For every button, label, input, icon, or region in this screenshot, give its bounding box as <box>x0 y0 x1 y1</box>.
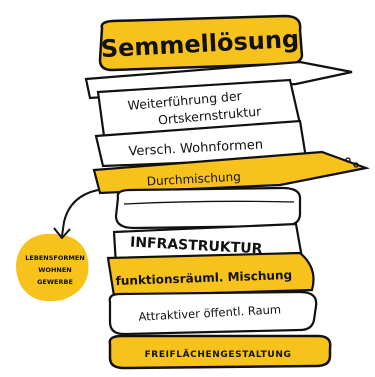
layer-durchmischung: Durchmischung <box>92 150 371 195</box>
layer-weiterfuehrung: Weiterführung der Ortskernstruktur <box>96 78 302 138</box>
layer-mischung-text: funktionsräuml. Mischung <box>115 268 292 288</box>
side-note-line1: LEBENSFORMEN <box>25 254 84 262</box>
arrow-to-side-note <box>53 189 99 239</box>
layer-durchmischung-text: Durchmischung <box>146 170 241 189</box>
marker-dot-2 <box>353 162 359 168</box>
side-note: LEBENSFORMEN WOHNEN GEWERBE <box>16 233 89 302</box>
bottom-bun-text: FREIFLÄCHENGESTALTUNG <box>145 349 292 360</box>
bottom-bun: FREIFLÄCHENGESTALTUNG <box>108 334 332 370</box>
marker-dot-1 <box>345 157 351 163</box>
title-bun: Semmellösung <box>98 14 304 72</box>
layer-dumpling <box>114 186 302 230</box>
layer-mischung: funktionsräuml. Mischung <box>106 251 315 298</box>
side-note-line3: GEWERBE <box>37 278 73 286</box>
layer-wohnformen: Versch. Wohnformen <box>94 119 308 168</box>
layer-infrastruktur-text: INFRASTRUKTUR <box>130 235 263 258</box>
layer-raum: Attraktiver öffentl. Raum <box>108 290 318 336</box>
side-note-line2: WOHNEN <box>38 266 71 274</box>
layer-wohnformen-text: Versch. Wohnformen <box>128 137 263 159</box>
